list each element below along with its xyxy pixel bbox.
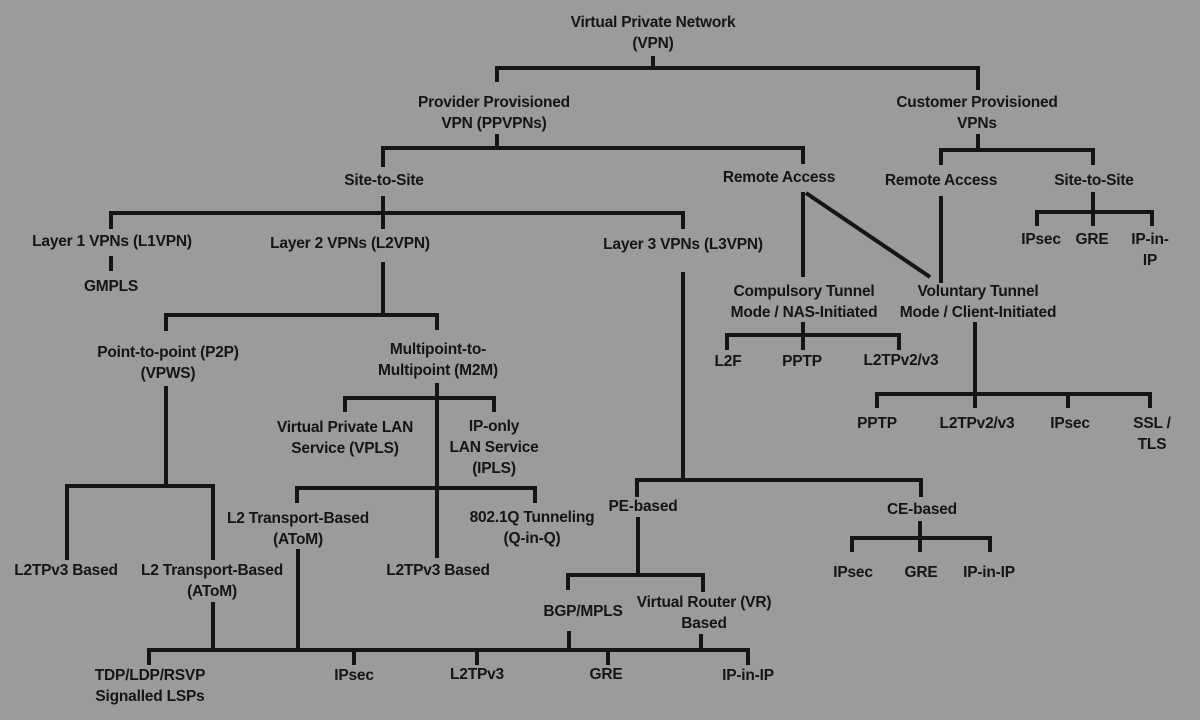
edge-transport-bracket xyxy=(295,486,537,503)
node-pptp-voluntary: PPTP xyxy=(857,415,897,432)
node-l2f: L2F xyxy=(714,353,742,370)
edge-layers-bracket xyxy=(109,211,685,229)
node-layer2-vpns: Layer 2 VPNs (L2VPN) xyxy=(270,235,430,252)
edge-voluntary-bracket xyxy=(875,392,1152,408)
edge-vpws-children-bracket xyxy=(65,484,215,560)
node-ipls: IP-only LAN Service (IPLS) xyxy=(449,418,539,477)
node-l2tpv2v3-voluntary: L2TPv2/v3 xyxy=(939,415,1015,432)
node-site-to-site-customer: Site-to-Site xyxy=(1054,172,1134,189)
node-gre-bus: GRE xyxy=(589,666,623,683)
edge-ce-children-bracket xyxy=(850,536,992,552)
edge-pe-ce-bracket xyxy=(635,478,923,497)
node-vpn-root: Virtual Private Network (VPN) xyxy=(570,14,736,52)
edge-l2-children-bracket xyxy=(164,313,439,331)
node-ipsec-bus: IPsec xyxy=(334,667,374,684)
node-ssl-tls-voluntary: SSL / TLS xyxy=(1133,415,1171,453)
node-l2tpv3-based-mid: L2TPv3 Based xyxy=(386,562,490,579)
node-layer1-vpns: Layer 1 VPNs (L1VPN) xyxy=(32,233,192,250)
node-gre-customer: GRE xyxy=(1075,231,1109,248)
node-pe-based: PE-based xyxy=(608,498,678,515)
node-customer-provisioned: Customer Provisioned VPNs xyxy=(896,94,1058,132)
node-ce-based: CE-based xyxy=(887,501,957,518)
node-tdp-ldp-rsvp: TDP/LDP/RSVP Signalled LSPs xyxy=(94,667,206,705)
edge-m2m-children-bracket xyxy=(343,396,496,412)
edge-remote-voluntary-diagonal xyxy=(804,191,932,279)
node-point-to-point: Point-to-point (P2P) (VPWS) xyxy=(97,344,239,382)
node-compulsory-tunnel: Compulsory Tunnel Mode / NAS-Initiated xyxy=(730,283,878,321)
node-voluntary-tunnel: Voluntary Tunnel Mode / Client-Initiated xyxy=(899,283,1057,321)
node-remote-access-customer: Remote Access xyxy=(884,172,998,189)
node-dot1q-tunneling: 802.1Q Tunneling (Q-in-Q) xyxy=(469,509,595,547)
edge-compulsory-bracket xyxy=(725,333,901,350)
edge-top-bracket xyxy=(495,66,980,90)
node-multipoint: Multipoint-to- Multipoint (M2M) xyxy=(378,341,498,379)
node-ipsec-voluntary: IPsec xyxy=(1050,415,1090,432)
edge-bottom-bus xyxy=(147,648,750,665)
edge-pe-children-bracket xyxy=(566,573,705,592)
edge-customer-bracket xyxy=(939,148,1095,165)
node-ip-in-ip-ce: IP-in-IP xyxy=(963,564,1015,581)
node-l2tpv3-based-left: L2TPv3 Based xyxy=(14,562,118,579)
node-remote-access-provider: Remote Access xyxy=(722,169,836,186)
node-ipsec-customer: IPsec xyxy=(1021,231,1061,248)
node-ipsec-ce: IPsec xyxy=(833,564,873,581)
node-site-to-site-provider: Site-to-Site xyxy=(344,172,424,189)
node-l2-transport-left: L2 Transport-Based (AToM) xyxy=(141,562,283,600)
node-l2tpv2v3-compulsory: L2TPv2/v3 xyxy=(863,352,939,369)
node-ip-in-ip-bus: IP-in-IP xyxy=(722,667,774,684)
node-gmpls: GMPLS xyxy=(83,278,139,295)
node-layer3-vpns: Layer 3 VPNs (L3VPN) xyxy=(603,236,763,253)
edge-sts-customer-bracket xyxy=(1035,210,1154,226)
node-provider-provisioned: Provider Provisioned VPN (PPVPNs) xyxy=(418,94,570,132)
node-virtual-router: Virtual Router (VR) Based xyxy=(636,594,772,632)
node-ip-in-ip-customer: IP-in-IP xyxy=(1131,231,1169,269)
node-l2-transport-mid: L2 Transport-Based (AToM) xyxy=(227,510,369,548)
node-gre-ce: GRE xyxy=(904,564,938,581)
node-pptp-compulsory: PPTP xyxy=(782,353,822,370)
edge-provider-bracket xyxy=(381,146,805,167)
node-bgp-mpls: BGP/MPLS xyxy=(543,603,623,620)
node-l2tpv3-bus: L2TPv3 xyxy=(450,666,504,683)
node-vpls: Virtual Private LAN Service (VPLS) xyxy=(276,419,414,457)
